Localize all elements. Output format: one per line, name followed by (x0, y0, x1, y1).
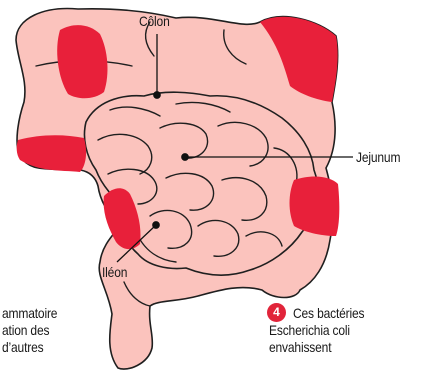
jejunum-label: Jejunum (356, 149, 400, 166)
inflamed-zone-top-left (57, 25, 107, 98)
colon-leader-dot (154, 92, 160, 98)
step-caption-line-2: Escherichia coli (269, 322, 350, 339)
left-caption-line-2: ation des (2, 322, 49, 339)
ileon-label: Iléon (102, 264, 127, 281)
step-caption-line-3: envahissent (269, 339, 331, 356)
left-caption-line-1: ammatoire (2, 305, 57, 322)
left-caption-line-3: d’autres (2, 339, 43, 356)
inflamed-zone-right (290, 177, 340, 236)
inflamed-zone-left (17, 135, 86, 172)
step-number-badge: 4 (267, 303, 286, 322)
jejunum-leader-dot (182, 154, 188, 160)
step-caption-line-1: Ces bactéries (293, 305, 364, 322)
colon-label: Côlon (139, 13, 170, 30)
ileon-leader-dot (153, 222, 159, 228)
